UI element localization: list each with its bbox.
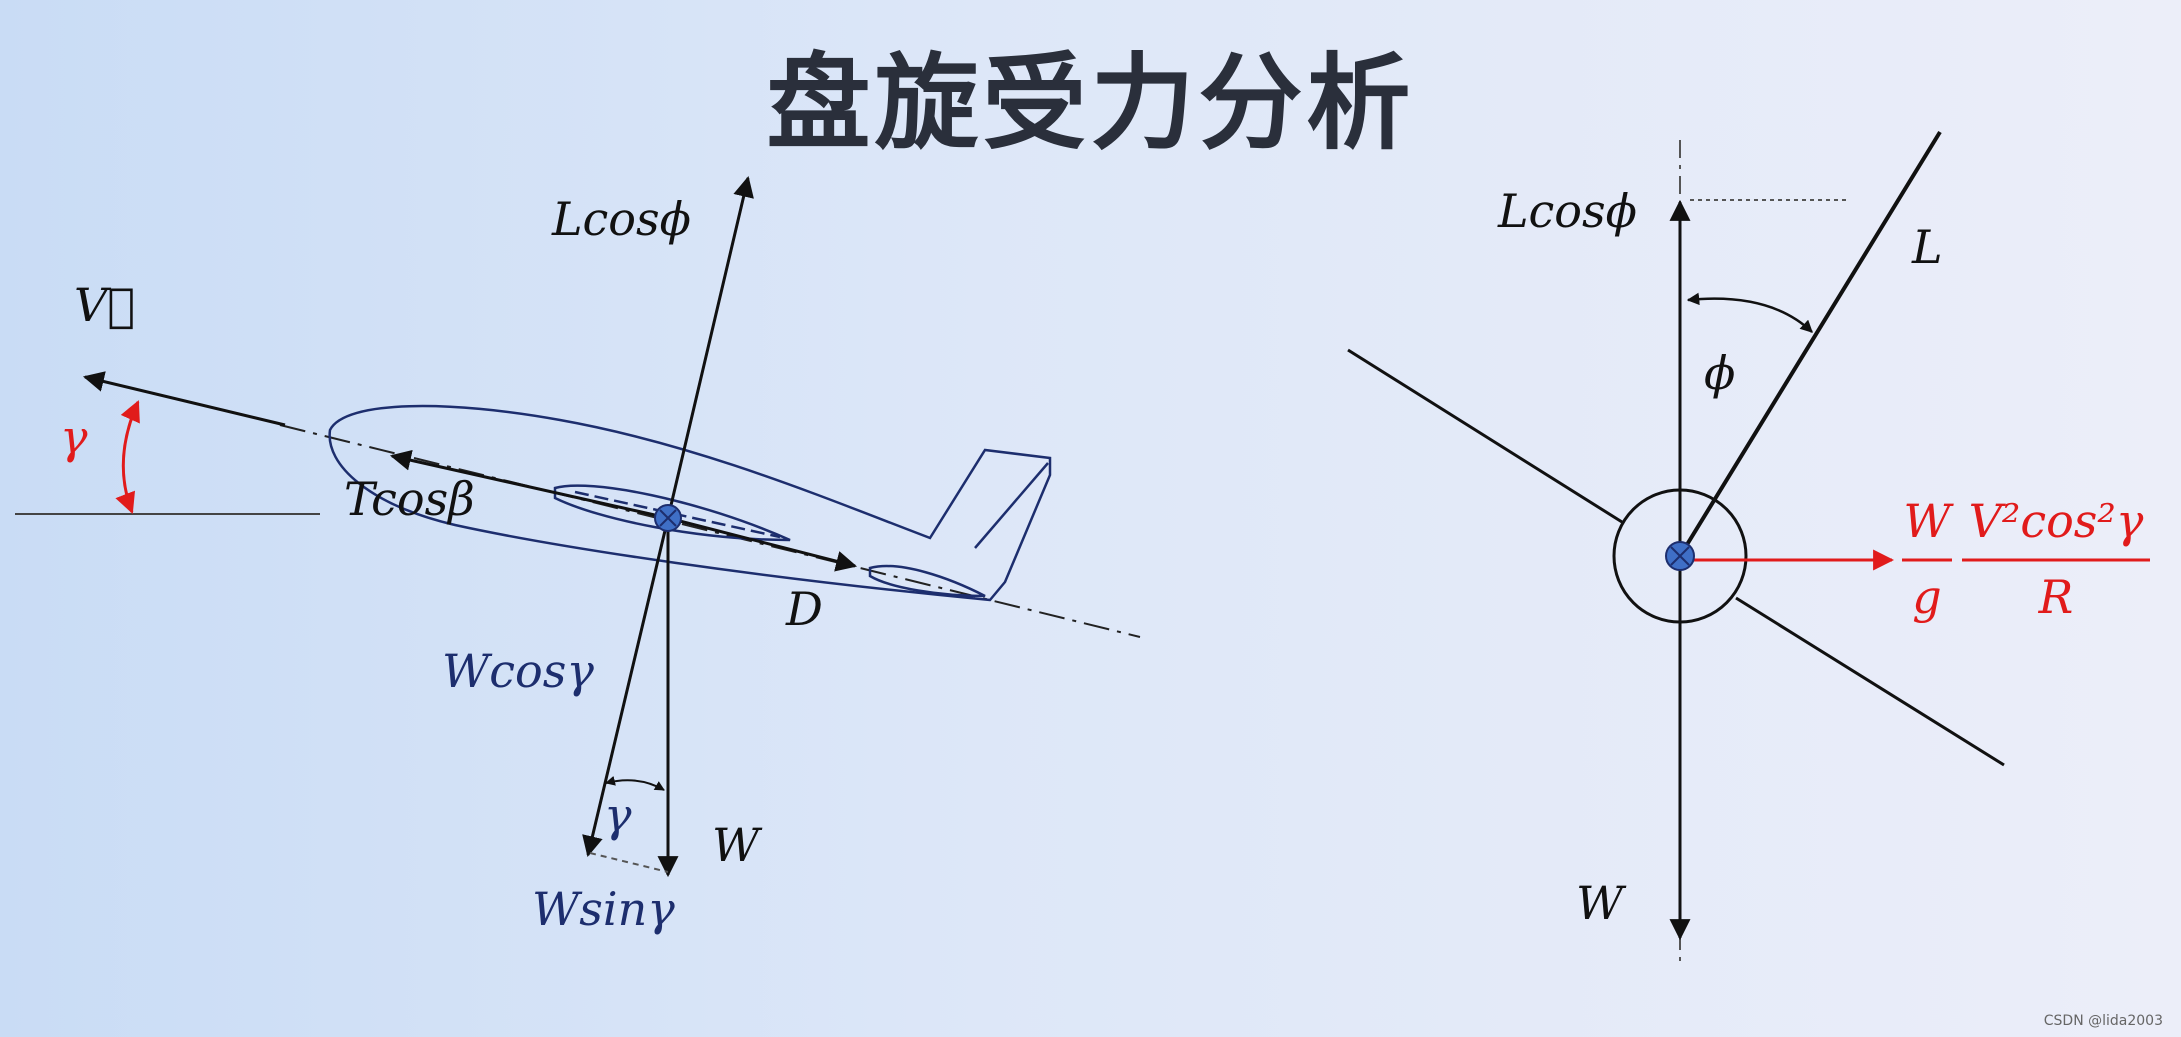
w-sin-arrow	[582, 517, 670, 858]
centripetal-den-right: R	[2038, 570, 2074, 624]
centripetal-den-left: g	[1912, 570, 1942, 624]
wing-line-right	[1735, 596, 2005, 767]
wing-line-left	[1347, 348, 1623, 524]
velocity-label: V⃗	[74, 278, 135, 332]
w-tip-connector	[589, 852, 669, 873]
watermark: CSDN @lida2003	[2043, 1013, 2163, 1029]
lift-arrow	[666, 175, 754, 519]
flight-path-centerline	[279, 424, 1141, 638]
lift-label-right: L	[1912, 220, 1943, 274]
w-sin-label: Wsinγ	[532, 882, 675, 936]
thrust-arrow	[389, 449, 669, 520]
left-diagram	[15, 175, 1141, 878]
lcos-label: Lcosϕ	[1498, 184, 1637, 238]
cg-marker-left	[654, 504, 682, 532]
phi-arc	[1686, 292, 1813, 333]
cg-marker-right	[1665, 541, 1695, 571]
phi-label: ϕ	[1704, 346, 1736, 400]
thrust-label: Tcosβ	[344, 472, 475, 526]
w-cos-label: Wcosγ	[442, 644, 594, 698]
gamma-arc-bottom	[605, 775, 665, 791]
gamma-label-top: γ	[60, 410, 88, 464]
velocity-arrow	[82, 371, 286, 427]
gamma-arc-top	[115, 400, 140, 514]
weight-label-right: W	[1576, 876, 1624, 930]
slide-title: 盘旋受力分析	[766, 42, 1415, 164]
right-diagram	[1347, 130, 2150, 968]
gamma-label-bottom: γ	[604, 788, 632, 842]
centripetal-num-right: V²cos²γ	[1968, 494, 2144, 548]
weight-label: W	[712, 818, 760, 872]
centripetal-num-left: W	[1903, 494, 1951, 548]
lift-line	[1678, 130, 1942, 558]
drag-label: D	[786, 582, 823, 636]
drag-arrow	[667, 516, 858, 572]
lift-label: Lcosϕ	[552, 192, 691, 246]
